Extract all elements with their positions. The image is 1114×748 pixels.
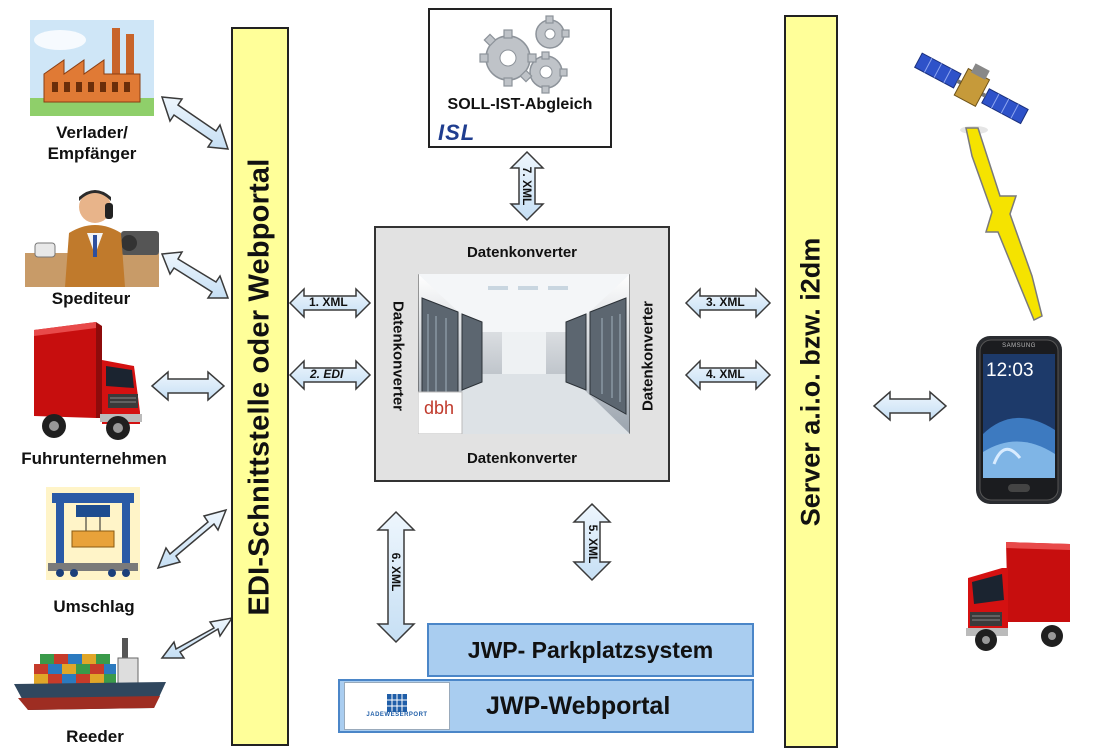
arrow-server-phone <box>872 390 948 422</box>
server-bar: Server a.i.o. bzw. i2dm <box>784 15 838 748</box>
arrow-haulier <box>150 370 226 402</box>
factory-icon <box>30 20 154 116</box>
crane-icon <box>46 487 140 580</box>
actor-label-shipper-line2: Empfänger <box>47 144 137 163</box>
truck-icon <box>34 322 146 442</box>
arrow-edi-2 <box>288 359 372 391</box>
actor-label-forwarder: Spediteur <box>51 289 131 308</box>
arrow-xml-7 <box>509 150 545 222</box>
converter-label-bottom: Datenkonverter <box>466 450 578 467</box>
actor-label-handling: Umschlag <box>53 597 135 616</box>
truck-icon <box>962 538 1072 656</box>
container-ship-icon <box>14 628 168 722</box>
converter-label-top: Datenkonverter <box>466 244 578 261</box>
arrow-handling <box>156 508 228 570</box>
edi-webportal-label: EDI-Schnittstelle oder Webportal <box>243 157 276 616</box>
jadeweserport-logo: JADEWESERPORT <box>344 682 450 730</box>
satellite-icon <box>913 52 1029 134</box>
arrow-shipper <box>160 96 230 150</box>
jadeweserport-logo-text: JADEWESERPORT <box>366 712 428 718</box>
arrow-label-1: 1. XML <box>309 295 348 309</box>
arrow-label-4: 4. XML <box>706 367 745 381</box>
edi-webportal-bar: EDI-Schnittstelle oder Webportal <box>231 27 289 746</box>
arrow-xml-6 <box>376 510 416 644</box>
arrow-label-2: 2. EDI <box>310 367 344 381</box>
jwp-parking-system-box: JWP- Parkplatzsystem <box>427 623 754 677</box>
arrow-label-6: 6. XML <box>389 552 403 592</box>
actor-label-haulier: Fuhrunternehmen <box>21 449 167 468</box>
arrow-xml-1 <box>288 287 372 319</box>
arrow-forwarder <box>160 251 230 299</box>
gears-icon <box>479 15 570 94</box>
jadeweserport-logo-icon <box>387 694 407 712</box>
smartphone-icon: SAMSUNG 12:03 <box>974 334 1064 506</box>
actor-label-shipper-line1: Verlader/ <box>56 123 128 142</box>
actor-label-shipowner: Reeder <box>66 727 124 746</box>
isl-logo: ISL <box>438 120 476 145</box>
dbh-logo: dbh <box>424 398 455 418</box>
dispatcher-person-icon <box>25 183 159 287</box>
arrow-label-3: 3. XML <box>706 295 745 309</box>
server-room-image <box>418 274 630 434</box>
phone-brand: SAMSUNG <box>1002 343 1036 349</box>
soll-ist-box: SOLL-IST-Abgleich ISL <box>428 8 612 148</box>
actor-label-shipper: Verlader/ Empfänger <box>28 122 156 164</box>
arrow-xml-4 <box>684 359 772 391</box>
arrow-shipowner <box>160 616 234 659</box>
server-label: Server a.i.o. bzw. i2dm <box>795 237 826 526</box>
arrow-xml-5 <box>572 502 612 582</box>
arrow-label-7: 7. XML <box>520 166 534 206</box>
jwp-webportal-label: JWP-Webportal <box>486 691 671 720</box>
arrow-label-5: 5. XML <box>586 524 600 564</box>
converter-box: Datenkonverter Datenkonverter Datenkonve… <box>374 226 670 482</box>
converter-label-left: Datenkonverter <box>389 300 407 412</box>
phone-clock: 12:03 <box>986 360 1034 381</box>
converter-label-right: Datenkonverter <box>639 300 657 412</box>
jwp-webportal-box: JADEWESERPORT JWP-Webportal <box>338 679 754 733</box>
jwp-parking-system-label: JWP- Parkplatzsystem <box>467 636 714 663</box>
lightning-icon <box>965 127 1043 322</box>
soll-ist-title: SOLL-IST-Abgleich <box>447 96 593 113</box>
arrow-xml-3 <box>684 287 772 319</box>
